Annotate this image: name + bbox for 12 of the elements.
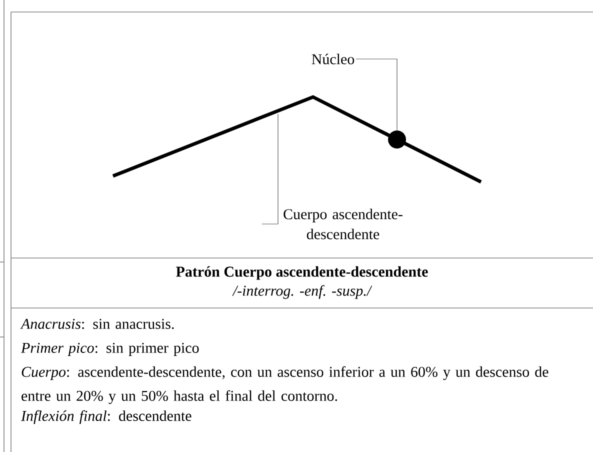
table-subheading: /-interrog. -enf. -susp./ <box>232 285 372 299</box>
description-text: Inflexión final: descendente <box>20 410 192 424</box>
table-heading: Patrón Cuerpo ascendente-descendente <box>176 266 428 280</box>
leader-line <box>262 114 278 224</box>
leader-line <box>356 58 398 131</box>
nucleus-dot <box>388 130 406 148</box>
description-text: Cuerpo: ascendente-descendente, con un ascenso inferior a un 60% y un descenso de entre un 20% y un 50% hasta el final del contorno. <box>22 366 548 404</box>
label-text: Núcleo <box>312 54 354 64</box>
label-text: Cuerpo ascendente-descendente <box>284 208 402 240</box>
contour-line <box>112 95 482 184</box>
description-text: Primer pico: sin primer pico <box>20 342 199 356</box>
description-text: Anacrusis: sin anacrusis. <box>20 318 174 330</box>
